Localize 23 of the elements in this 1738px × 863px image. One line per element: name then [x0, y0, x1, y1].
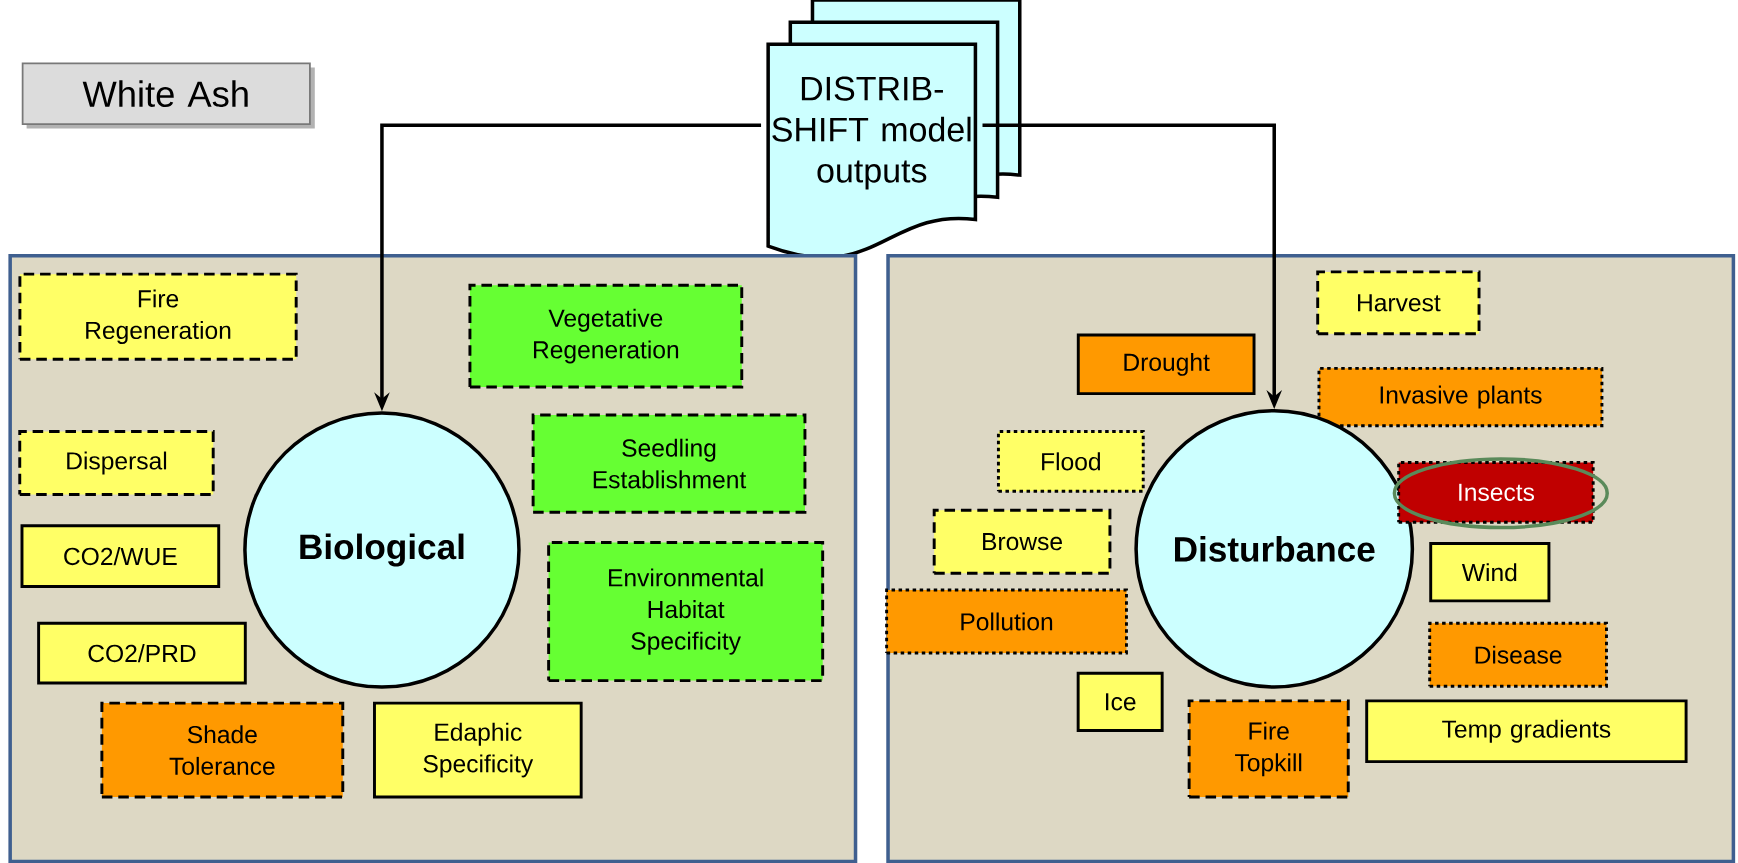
factor-box: Harvest	[1316, 270, 1481, 335]
factor-box: Invasive plants	[1317, 366, 1604, 427]
factor-box: Dispersal	[18, 429, 215, 496]
factor-box: Ice	[1076, 671, 1164, 732]
factor-box: Insects	[1397, 460, 1595, 524]
factor-box: Fire Regeneration	[18, 272, 298, 361]
title-box: White Ash	[21, 62, 315, 129]
document-stack-drawing: DISTRIB-SHIFT model outputs	[766, 0, 1022, 259]
factor-box: Flood	[996, 429, 1145, 493]
factor-box: CO2/WUE	[20, 524, 221, 588]
factor-box: Browse	[932, 508, 1112, 575]
factor-box: Pollution	[885, 588, 1128, 655]
factor-box: Wind	[1429, 541, 1551, 603]
factor-box: Edaphic Specificity	[373, 701, 583, 799]
factor-box: Vegetative Regeneration	[468, 283, 744, 389]
factor-box: Environmental Habitat Specificity	[547, 540, 825, 682]
factor-box: Shade Tolerance	[100, 701, 345, 799]
factor-box: Drought	[1076, 333, 1256, 395]
factor-box: CO2/PRD	[37, 621, 247, 685]
factor-box: Disease	[1428, 621, 1608, 688]
factor-box: Temp gradients	[1365, 699, 1688, 763]
factor-box: Seedling Establishment	[531, 413, 807, 514]
factor-box: Fire Topkill	[1187, 699, 1350, 799]
